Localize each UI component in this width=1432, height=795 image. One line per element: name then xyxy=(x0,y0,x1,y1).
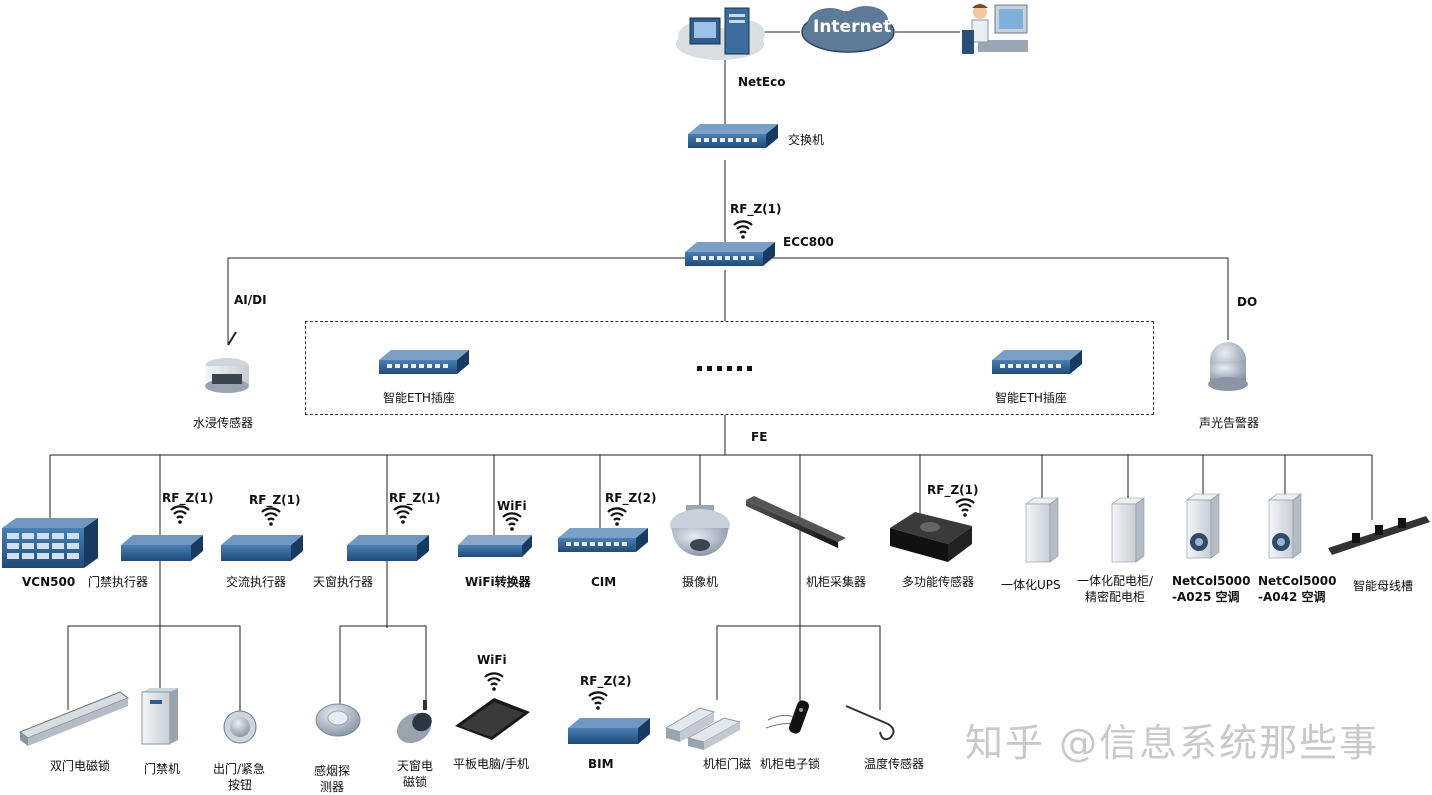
operator-workstation-icon xyxy=(962,4,1028,54)
eth-socket-group-box xyxy=(305,321,1154,415)
cabinet-door-sensor-icon xyxy=(664,707,742,750)
rf-wifi-icon-multi xyxy=(954,498,976,518)
ups-label: 一体化UPS xyxy=(1001,578,1061,592)
rf-wifi-icon-core xyxy=(732,220,754,240)
door-machine-label: 门禁机 xyxy=(144,762,181,776)
ecc800-device-icon xyxy=(685,242,775,266)
tablet-label: 平板电脑/手机 xyxy=(453,757,530,771)
door-actuator-icon xyxy=(121,535,203,561)
multi-sensor-label: 多功能传感器 xyxy=(902,575,975,589)
alarm-label: 声光告警器 xyxy=(1199,416,1260,430)
connection-lines xyxy=(49,31,1373,712)
access-control-machine-icon xyxy=(141,688,178,745)
rf-label-ac: RF_Z(1) xyxy=(249,493,301,507)
netcol-a025-label-1: NetCol5000 xyxy=(1172,574,1251,588)
cim-icon xyxy=(558,528,648,552)
skylight-lock-label-2: 磁锁 xyxy=(403,775,428,789)
smoke-detector-label-1: 感烟探 xyxy=(314,764,351,778)
temperature-sensor-icon xyxy=(845,705,895,741)
neteco-label: NetEco xyxy=(738,75,786,89)
rf-label-door: RF_Z(1) xyxy=(162,491,214,505)
rf-wifi-icon-cim xyxy=(606,507,628,527)
aidi-label: AI/DI xyxy=(234,293,267,307)
ecc800-label: ECC800 xyxy=(783,235,834,249)
camera-label: 摄像机 xyxy=(682,575,719,589)
tablet-phone-icon xyxy=(455,698,530,740)
vcn500-label: VCN500 xyxy=(22,575,76,589)
ellipsis-dots xyxy=(697,366,752,371)
rf-wifi-icon-bim xyxy=(587,691,609,711)
busway-label: 智能母线槽 xyxy=(1353,579,1414,593)
netcol-a042-label-2: -A042 空调 xyxy=(1258,590,1326,604)
rf-label-cim: RF_Z(2) xyxy=(605,491,657,505)
rf-label-skylight: RF_Z(1) xyxy=(389,491,441,505)
netcol-a042-icon xyxy=(1268,493,1302,559)
water-sensor-icon xyxy=(205,331,249,393)
vcn500-icon xyxy=(2,518,98,568)
multi-sensor-icon xyxy=(890,512,972,562)
netcol-a025-icon xyxy=(1186,493,1220,559)
smoke-detector-icon xyxy=(315,703,361,737)
wifi-label-converter: WiFi xyxy=(497,499,527,513)
double-door-lock-icon xyxy=(18,691,130,746)
smoke-detector-label-2: 测器 xyxy=(320,780,345,794)
sound-light-alarm-icon xyxy=(1208,342,1248,391)
temperature-sensor-label: 温度传感器 xyxy=(864,757,925,771)
tablet-wifi-label: WiFi xyxy=(477,653,507,667)
cabinet-collector-label: 机柜采集器 xyxy=(806,575,867,589)
watermark: 知乎 @信息系统那些事 xyxy=(965,721,1380,765)
exit-button-label-1: 出门/紧急 xyxy=(213,762,266,776)
bim-rf-label: RF_Z(2) xyxy=(580,674,632,688)
do-label: DO xyxy=(1237,295,1258,309)
exit-button-icon xyxy=(223,710,257,744)
power-cabinet-icon xyxy=(1111,497,1145,563)
cabinet-lock-label: 机柜电子锁 xyxy=(760,757,821,771)
eth-socket-right-label: 智能ETH插座 xyxy=(995,391,1067,405)
rf-wifi-icon-skylight xyxy=(392,505,414,525)
cim-label: CIM xyxy=(591,575,617,589)
netcol-a025-label-2: -A025 空调 xyxy=(1172,590,1240,604)
internet-label: Internet xyxy=(813,17,892,37)
bim-label: BIM xyxy=(588,757,614,771)
water-sensor-label: 水浸传感器 xyxy=(193,416,254,430)
cabinet-collector-icon xyxy=(746,496,846,548)
cabinet-electronic-lock-icon xyxy=(765,700,810,734)
rf-link-label: RF_Z(1) xyxy=(730,202,782,216)
power-cabinet-label-1: 一体化配电柜/ xyxy=(1077,574,1154,588)
rf-wifi-icon-tablet xyxy=(483,672,505,692)
camera-icon xyxy=(670,505,730,556)
ac-actuator-icon xyxy=(221,535,303,561)
netcol-a042-label-1: NetCol5000 xyxy=(1258,574,1337,588)
eth-socket-left-label: 智能ETH插座 xyxy=(383,391,455,405)
neteco-server-icon xyxy=(676,7,765,60)
fe-label: FE xyxy=(751,430,768,444)
bim-icon xyxy=(568,718,650,744)
wifi-converter-icon xyxy=(458,535,532,557)
skylight-lock-icon xyxy=(396,700,432,744)
rf-wifi-icon-ac xyxy=(260,507,282,527)
skylight-actuator-label: 天窗执行器 xyxy=(313,575,374,589)
skylight-lock-label-1: 天窗电 xyxy=(397,759,434,773)
exit-button-label-2: 按钮 xyxy=(228,778,253,792)
rf-label-multi: RF_Z(1) xyxy=(927,483,979,497)
skylight-actuator-icon xyxy=(347,535,429,561)
wifi-icon-converter xyxy=(501,512,523,532)
power-cabinet-label-2: 精密配电柜 xyxy=(1085,590,1146,604)
rf-wifi-icon-door xyxy=(169,505,191,525)
door-actuator-label: 门禁执行器 xyxy=(88,575,149,589)
internet-cloud-icon xyxy=(801,6,895,53)
switch-device-icon xyxy=(688,124,778,148)
ac-actuator-label: 交流执行器 xyxy=(226,575,287,589)
busway-icon xyxy=(1328,516,1430,555)
switch-label: 交换机 xyxy=(788,133,825,147)
wifi-converter-label: WiFi转换器 xyxy=(465,575,531,589)
cabinet-door-sensor-label: 机柜门磁 xyxy=(703,757,752,771)
double-lock-label: 双门电磁锁 xyxy=(50,759,111,773)
ups-icon xyxy=(1025,497,1059,563)
